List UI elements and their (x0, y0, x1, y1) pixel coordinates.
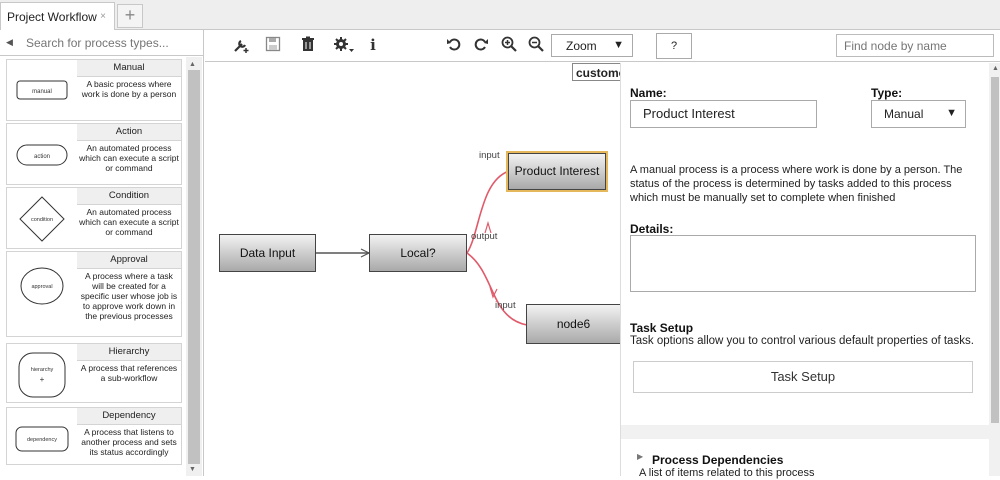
scroll-up-icon[interactable]: ▲ (992, 65, 999, 72)
name-label: Name: (630, 86, 667, 100)
find-node-input[interactable] (836, 34, 994, 57)
details-scrollbar-thumb[interactable] (991, 77, 999, 423)
node-customer[interactable]: customer (572, 63, 620, 81)
wrench-add-icon[interactable] (231, 36, 253, 54)
redo-icon[interactable] (470, 36, 492, 52)
edge-label-input: input (479, 150, 500, 161)
settings-gear-icon[interactable] (333, 36, 355, 54)
condition-shape-icon: condition (19, 196, 65, 242)
approval-shape-label: approval (31, 284, 52, 290)
tab-bar: Project Workflow × + (0, 0, 1000, 30)
info-icon[interactable]: i (370, 36, 376, 54)
chevron-down-icon: ▼ (613, 39, 624, 51)
workflow-canvas[interactable]: Data Input Local? Product Interest node6… (205, 63, 620, 476)
palette-item-title: Approval (77, 252, 181, 269)
trash-icon[interactable] (297, 36, 319, 52)
details-label: Details: (630, 222, 674, 236)
zoom-select[interactable]: Zoom ▼ (551, 34, 633, 57)
palette-scrollbar-thumb[interactable] (188, 70, 200, 464)
details-scrollbar[interactable]: ▲ (989, 63, 1000, 476)
palette-item-dependency[interactable]: dependency Dependency A process that lis… (6, 407, 182, 465)
node-data-input[interactable]: Data Input (219, 234, 316, 272)
collapse-left-icon[interactable]: ◀ (6, 37, 13, 47)
undo-icon[interactable] (443, 36, 465, 52)
scroll-down-icon[interactable]: ▼ (189, 466, 196, 473)
palette-item-title: Manual (77, 60, 181, 77)
add-tab-button[interactable]: + (117, 4, 143, 28)
palette-search: ◀ (0, 30, 203, 56)
type-label: Type: (871, 86, 903, 100)
close-icon[interactable]: × (100, 11, 106, 22)
palette-item-title: Condition (77, 188, 181, 205)
scroll-up-icon[interactable]: ▲ (189, 61, 196, 68)
tab-label: Project Workflow (7, 10, 97, 24)
type-select[interactable]: Manual ▼ (871, 100, 966, 128)
zoom-select-value: Zoom (566, 39, 597, 53)
details-textarea[interactable] (630, 235, 976, 292)
edge-label-output: output (471, 231, 498, 242)
condition-shape-label: condition (31, 217, 53, 223)
toolbar: i Zoom ▼ ? (205, 30, 1000, 62)
task-setup-description: Task options allow you to control variou… (630, 335, 974, 347)
palette-item-condition[interactable]: condition Condition An automated process… (6, 187, 182, 249)
name-field[interactable]: Product Interest (630, 100, 817, 128)
zoom-in-icon[interactable] (498, 36, 520, 52)
process-dependencies-description: A list of items related to this process (639, 467, 815, 479)
palette-item-hierarchy[interactable]: hierarchy + Hierarchy A process that ref… (6, 343, 182, 403)
svg-text:+: + (40, 375, 45, 384)
node-product-interest[interactable]: Product Interest (508, 153, 606, 190)
dependency-shape-icon: dependency (15, 426, 69, 452)
task-setup-button[interactable]: Task Setup (633, 361, 973, 393)
edge-local-product-interest (466, 170, 510, 254)
edge-label-input: input (495, 300, 516, 311)
process-type-description: A manual process is a process where work… (630, 164, 963, 204)
task-setup-title: Task Setup (630, 321, 694, 335)
edge-local-node6 (466, 252, 528, 326)
palette-item-description: A basic process where work is done by a … (81, 79, 177, 99)
palette-item-title: Dependency (77, 408, 181, 425)
palette-item-approval[interactable]: approval Approval A process where a task… (6, 251, 182, 337)
action-shape-icon: action (16, 144, 68, 166)
palette-item-title: Hierarchy (77, 344, 181, 361)
zoom-out-icon[interactable] (525, 36, 547, 52)
dependency-shape-label: dependency (27, 437, 57, 443)
section-divider (621, 425, 989, 439)
search-process-types-input[interactable] (20, 33, 198, 53)
manual-shape-icon: manual (16, 80, 68, 100)
action-shape-label: action (34, 154, 50, 160)
hierarchy-shape-icon: hierarchy + (18, 352, 66, 398)
manual-shape-label: manual (32, 89, 52, 95)
hierarchy-shape-label: hierarchy (31, 367, 54, 373)
type-select-value: Manual (884, 107, 924, 121)
node-details-panel: Name: Product Interest Type: Manual ▼ A … (620, 63, 1000, 479)
palette-item-description: A process that references a sub-workflow (80, 363, 178, 383)
approval-shape-icon: approval (20, 267, 64, 305)
save-icon[interactable] (262, 36, 284, 52)
node-node6[interactable]: node6 (526, 304, 620, 344)
node-local-condition[interactable]: Local? (369, 234, 467, 272)
palette-item-description: A process that listens to another proces… (81, 427, 177, 457)
palette-item-manual[interactable]: manual Manual A basic process where work… (6, 59, 182, 121)
palette-item-action[interactable]: action Action An automated process which… (6, 123, 182, 185)
chevron-down-icon: ▼ (946, 107, 957, 119)
expand-triangle-icon[interactable]: ▶ (637, 452, 644, 461)
process-dependencies-title[interactable]: Process Dependencies (652, 453, 784, 467)
tab-project-workflow[interactable]: Project Workflow × (0, 2, 115, 30)
palette-item-description: A process where a task will be created f… (80, 271, 178, 321)
palette-item-title: Action (77, 124, 181, 141)
palette-item-description: An automated process which can execute a… (79, 207, 179, 237)
process-palette: ◀ manual Manual A basic process where wo… (0, 30, 204, 476)
palette-item-description: An automated process which can execute a… (79, 143, 179, 173)
help-button[interactable]: ? (656, 33, 692, 59)
